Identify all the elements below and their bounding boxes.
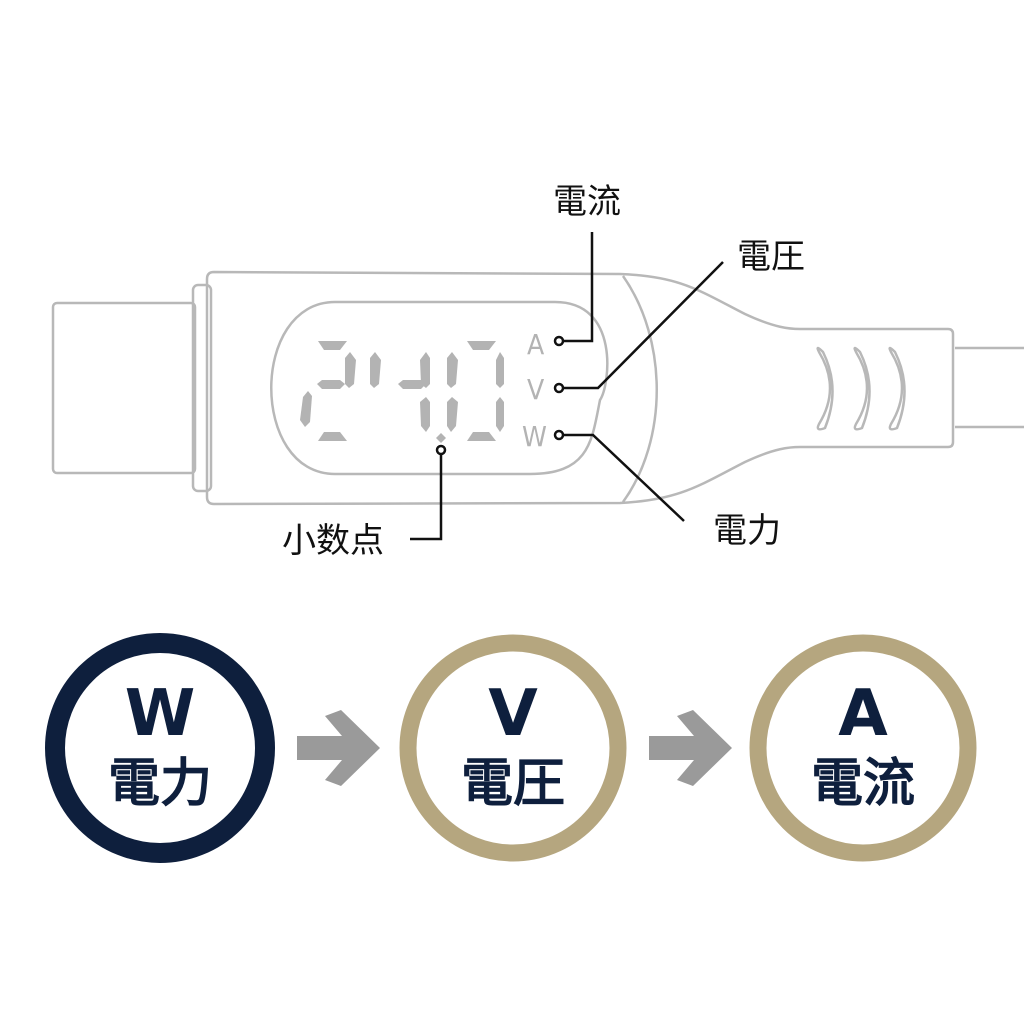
label-decimal-point: 小数点: [282, 521, 384, 561]
plug-collar: [191, 283, 213, 493]
letter-v: V: [488, 677, 538, 751]
sequence-step-power: W 電力: [45, 633, 275, 863]
unit-w: W: [522, 420, 547, 453]
word-power: 電力: [108, 754, 212, 814]
decimal-leader: [410, 453, 443, 541]
decimal-dot: [435, 444, 447, 456]
digit-4: [467, 341, 504, 441]
letter-a: A: [838, 677, 888, 751]
label-voltage: 電圧: [737, 237, 805, 277]
cable-wire: [955, 346, 1024, 429]
voltage-dot: [553, 382, 565, 394]
usb-plug: [51, 301, 197, 475]
word-current: 電流: [811, 754, 915, 814]
decimal-point: [436, 433, 446, 443]
current-leader: [562, 232, 594, 343]
callout-leaders: [410, 232, 724, 541]
digit-1: [300, 341, 356, 441]
unit-a: A: [527, 328, 545, 361]
word-voltage: 電圧: [461, 754, 565, 814]
ring-current: [749, 634, 977, 862]
unit-v: V: [527, 373, 545, 406]
grip-ridges: [816, 346, 906, 431]
connector-body: [205, 270, 955, 506]
letter-w: W: [125, 677, 196, 751]
voltage-leader: [562, 261, 724, 390]
digit-2: [370, 352, 426, 389]
segment-display: A V W: [300, 328, 547, 453]
arrow-right-icon: [297, 710, 380, 786]
current-dot: [553, 335, 565, 347]
digit-3: [420, 352, 458, 432]
sequence-step-voltage: V 電圧: [399, 634, 627, 862]
power-dot: [553, 429, 565, 441]
label-power: 電力: [713, 511, 781, 551]
label-current: 電流: [553, 182, 621, 222]
arrow-right-icon: [649, 710, 732, 786]
ring-power: [45, 633, 275, 863]
sequence-step-current: A 電流: [749, 634, 977, 862]
ring-voltage: [399, 634, 627, 862]
display-window: [270, 300, 609, 476]
power-leader: [562, 433, 685, 522]
display-digits-text: 2-40: [8, 1017, 11, 1019]
